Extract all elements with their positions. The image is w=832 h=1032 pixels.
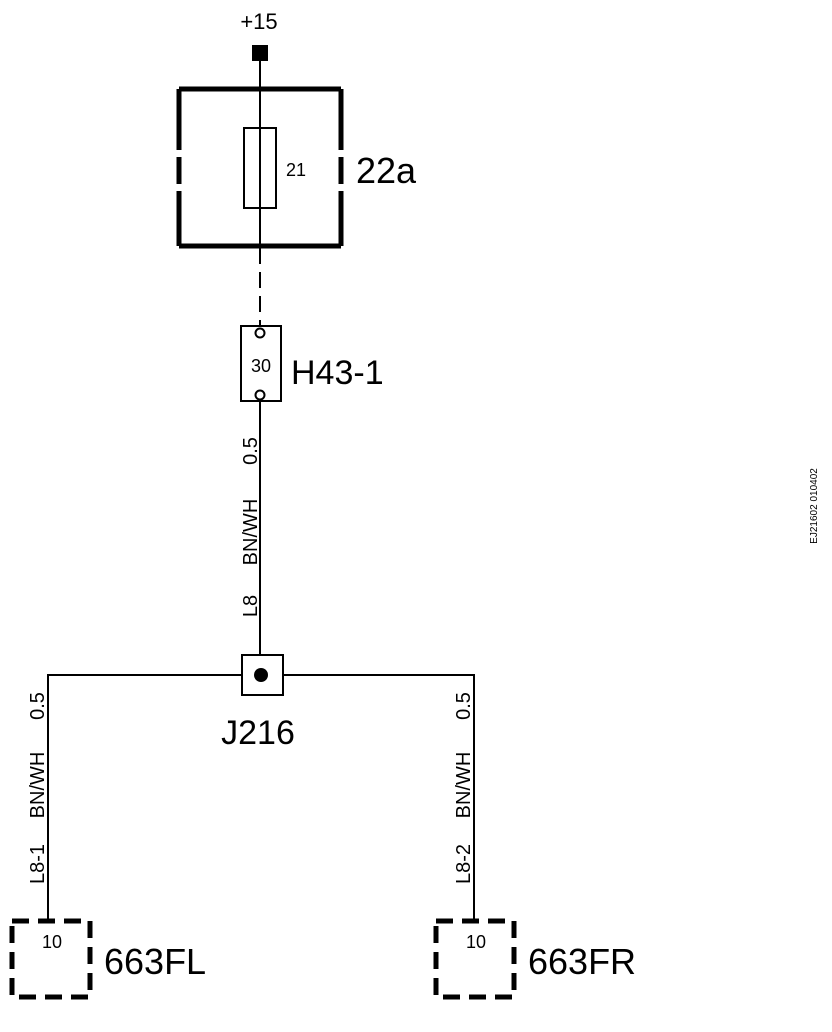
connector-left bbox=[9, 918, 93, 1000]
connector-h43-pin-bottom bbox=[254, 389, 266, 401]
supply-label: +15 bbox=[240, 9, 277, 34]
fuse-box-label: 22a bbox=[356, 150, 417, 191]
wire-main-color: BN/WH bbox=[240, 499, 262, 566]
junction-node bbox=[254, 668, 268, 682]
wire-right-id: L8-2 bbox=[453, 844, 475, 884]
connector-right-label: 663FR bbox=[528, 941, 636, 982]
document-code: EJ21602 010402 bbox=[809, 468, 820, 544]
wire-left-id: L8-1 bbox=[27, 844, 49, 884]
connector-left-pin: 10 bbox=[42, 932, 62, 952]
wire-main-id: L8 bbox=[240, 595, 262, 617]
junction-box bbox=[241, 654, 284, 696]
wire-right-gauge: 0.5 bbox=[453, 692, 475, 720]
connector-h43-pin-top bbox=[254, 327, 266, 339]
wire-left-color: BN/WH bbox=[27, 752, 49, 819]
connector-right bbox=[433, 918, 517, 1000]
connector-h43-pin: 30 bbox=[251, 356, 271, 376]
connector-left-label: 663FL bbox=[104, 941, 206, 982]
wire-right-color: BN/WH bbox=[453, 752, 475, 819]
wire-main-gauge: 0.5 bbox=[240, 437, 262, 465]
connector-h43-label: H43-1 bbox=[291, 354, 384, 392]
fuse-number: 21 bbox=[286, 160, 306, 180]
connector-right-pin: 10 bbox=[466, 932, 486, 952]
junction-label: J216 bbox=[221, 714, 295, 752]
connector-h43 bbox=[240, 325, 282, 402]
supply-terminal bbox=[252, 45, 268, 61]
wire-left-gauge: 0.5 bbox=[27, 692, 49, 720]
